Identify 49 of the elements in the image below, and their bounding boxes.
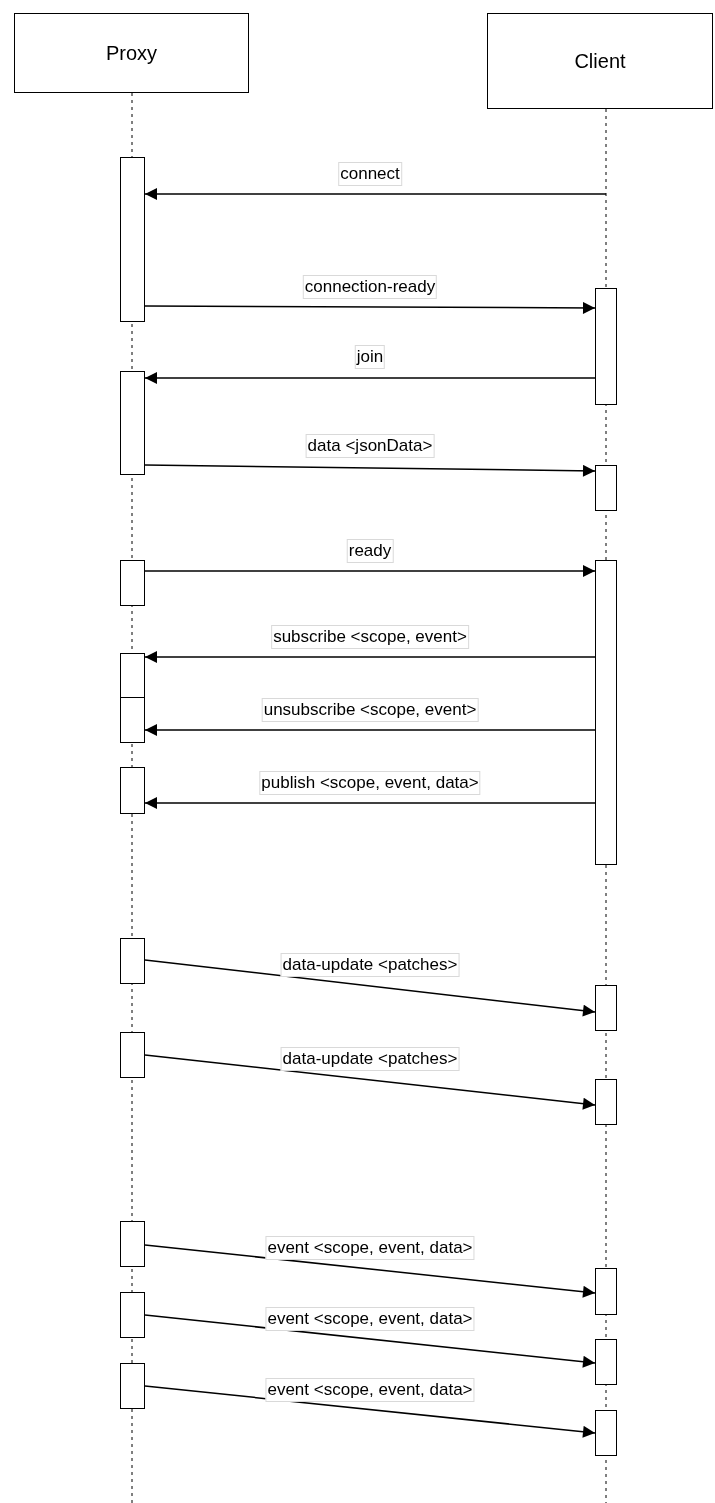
activation-bar <box>120 1292 145 1338</box>
participant-name: Proxy <box>105 41 158 66</box>
activation-bar <box>595 288 617 405</box>
message-arrow <box>144 1385 596 1438</box>
message-label: ready <box>346 539 394 563</box>
message-label: publish <scope, event, data> <box>259 771 481 795</box>
activation-bar <box>120 1221 145 1267</box>
activation-bar <box>595 1339 617 1385</box>
activation-bar <box>120 1032 145 1078</box>
participant-box <box>14 13 249 93</box>
activation-bar <box>595 1268 617 1315</box>
activation-bar <box>120 653 145 700</box>
message-arrow <box>144 301 596 314</box>
activation-bar <box>120 938 145 984</box>
message-label: data <jsonData> <box>305 434 435 458</box>
message-arrow <box>144 188 607 200</box>
message-arrow <box>144 724 596 736</box>
participant-name: Client <box>574 49 626 74</box>
activation-bar <box>595 985 617 1031</box>
message-arrow <box>144 1314 596 1368</box>
message-label: connection-ready <box>302 275 438 299</box>
message-label: connect <box>338 162 402 186</box>
activation-bar <box>595 465 617 511</box>
message-arrow <box>144 372 596 384</box>
activation-bar <box>595 560 617 865</box>
activation-bar <box>120 767 145 814</box>
message-label: event <scope, event, data> <box>265 1307 475 1331</box>
activation-bar <box>120 560 145 606</box>
activation-bar <box>120 371 145 475</box>
activation-bar <box>120 1363 145 1409</box>
message-label: subscribe <scope, event> <box>271 625 469 649</box>
message-arrow <box>144 464 596 477</box>
message-arrow <box>144 565 596 577</box>
message-arrow <box>144 651 596 663</box>
participant-box <box>487 13 713 109</box>
message-label: join <box>354 345 386 369</box>
activation-bar <box>595 1410 617 1456</box>
activation-bar <box>120 697 145 743</box>
message-label: event <scope, event, data> <box>265 1378 475 1402</box>
message-arrow <box>144 1244 596 1298</box>
message-arrow <box>144 959 596 1017</box>
message-arrow <box>144 797 596 809</box>
message-label: data-update <patches> <box>280 1047 460 1071</box>
message-arrow <box>144 1054 596 1110</box>
activation-bar <box>120 157 145 322</box>
activation-bar <box>595 1079 617 1125</box>
message-label: unsubscribe <scope, event> <box>261 698 479 722</box>
message-label: event <scope, event, data> <box>265 1236 475 1260</box>
message-label: data-update <patches> <box>280 953 460 977</box>
